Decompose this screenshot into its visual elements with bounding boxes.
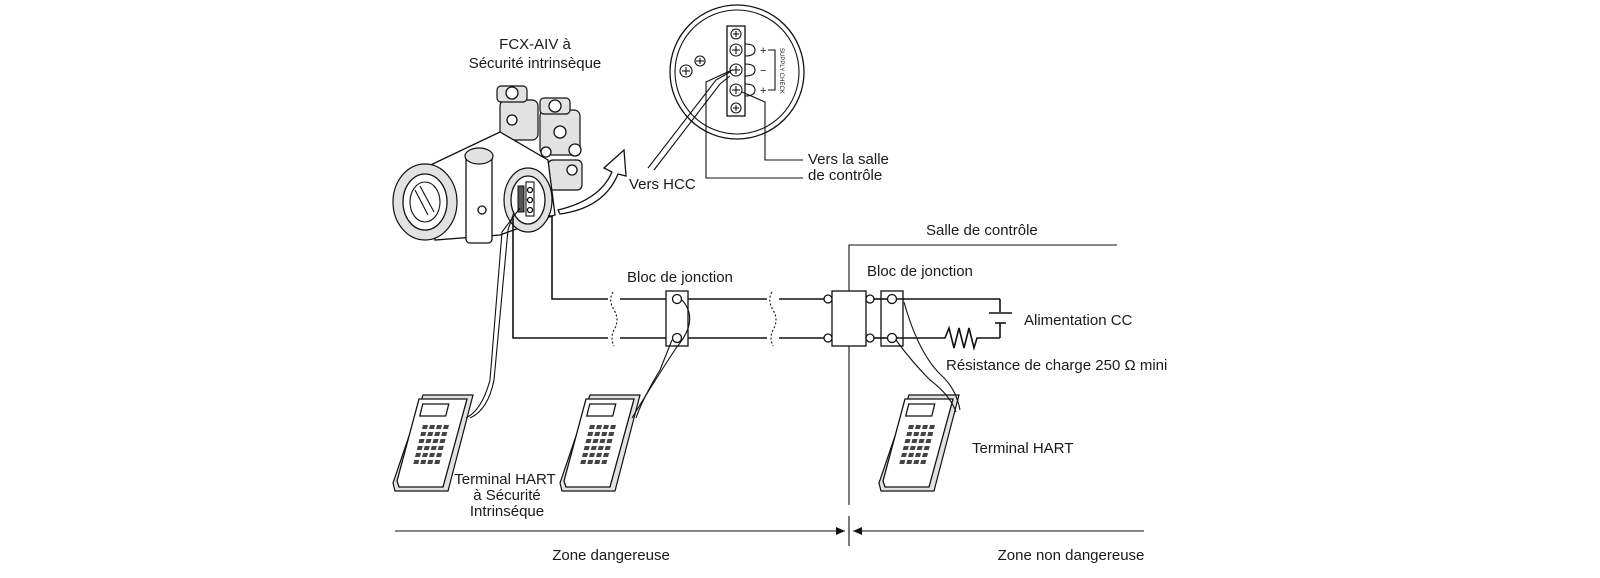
safe-zone-label: Zone non dangereuse [998,547,1145,564]
transmitter-front-cover [392,163,458,241]
to-hcc-label: Vers HCC [629,176,696,193]
device-title-line1: FCX-AIV à [499,36,571,53]
hart-is-label-line2: à Sécurité [473,487,541,504]
transmitter-terminal-side [503,167,553,233]
zone-divider: Zone dangereuse Zone non dangereuse [395,516,1144,564]
polarity-plus-bottom: + [760,85,766,97]
hart-terminal-field [559,394,641,492]
room-junction-block [880,290,904,347]
room-junction-block-label: Bloc de jonction [867,263,973,280]
dc-supply-label: Alimentation CC [1024,312,1133,329]
terminal-detail: + − + SUPPLY CHECK Vers HCC Vers la sall… [629,4,889,193]
field-junction-block: Bloc de jonction [627,269,733,347]
polarity-plus-top: + [760,45,766,57]
load-resistor-label: Résistance de charge 250 Ω mini [946,357,1167,374]
hart-terminal-is [392,394,474,492]
polarity-minus: − [760,65,766,77]
device-title-line2: Sécurité intrinsèque [469,55,602,72]
to-control-room-line1: Vers la salle [808,151,889,168]
field-junction-block-label: Bloc de jonction [627,269,733,286]
ground-symbol-icon [694,55,706,67]
hart-terminal-room [878,394,960,492]
zoom-arrow [557,148,627,215]
hazardous-zone-label: Zone dangereuse [552,547,670,564]
transmitter-flanges [496,85,583,191]
supply-check-label: SUPPLY CHECK [778,48,784,94]
load-resistor-symbol [897,325,1000,352]
hart-is-label-line3: Intrinséque [470,503,544,520]
control-room-label: Salle de contrôle [926,222,1038,239]
barrier-block [831,290,867,347]
ground-screw-icon [679,64,693,78]
transmitter: FCX-AIV à Sécurité intrinsèque [392,36,602,244]
field-wiring [512,215,824,347]
control-room: Salle de contrôle Bloc de jonction Alime… [823,222,1167,505]
hart-is-label-line1: Terminal HART [454,471,555,488]
hart-room-label: Terminal HART [972,440,1073,457]
to-control-room-line2: de contrôle [808,167,882,184]
